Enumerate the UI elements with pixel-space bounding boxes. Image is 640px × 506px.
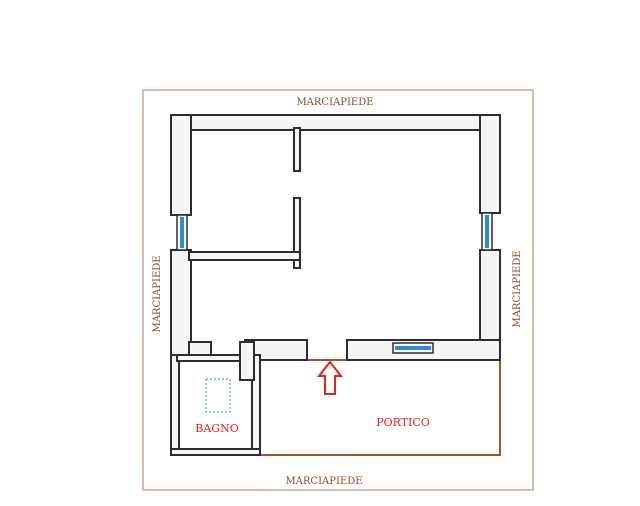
- wall-top: [170, 114, 501, 131]
- portico-area: [258, 359, 501, 456]
- sidewalk-border: [142, 89, 534, 491]
- entrance-arrow-icon: [316, 360, 344, 395]
- wall-partition-lower: [293, 197, 301, 269]
- label-marciapiede-left: MARCIAPIEDE: [152, 255, 163, 332]
- label-portico: PORTICO: [376, 416, 430, 429]
- label-marciapiede-top: MARCIAPIEDE: [296, 97, 373, 108]
- wall-right-upper: [479, 114, 501, 214]
- label-marciapiede-bottom: MARCIAPIEDE: [285, 476, 362, 487]
- wall-bath-door-jamb: [239, 341, 255, 381]
- wall-left-bath: [170, 354, 180, 456]
- windows: [176, 212, 493, 354]
- bath-fixture: [205, 378, 231, 413]
- label-bagno: BAGNO: [195, 422, 238, 435]
- wall-bath-bottom: [170, 448, 261, 456]
- wall-partition-horizontal: [188, 251, 301, 261]
- walls: [170, 114, 501, 456]
- label-marciapiede-right: MARCIAPIEDE: [512, 250, 523, 327]
- wall-partition-upper: [293, 127, 301, 172]
- wall-left-upper: [170, 114, 192, 216]
